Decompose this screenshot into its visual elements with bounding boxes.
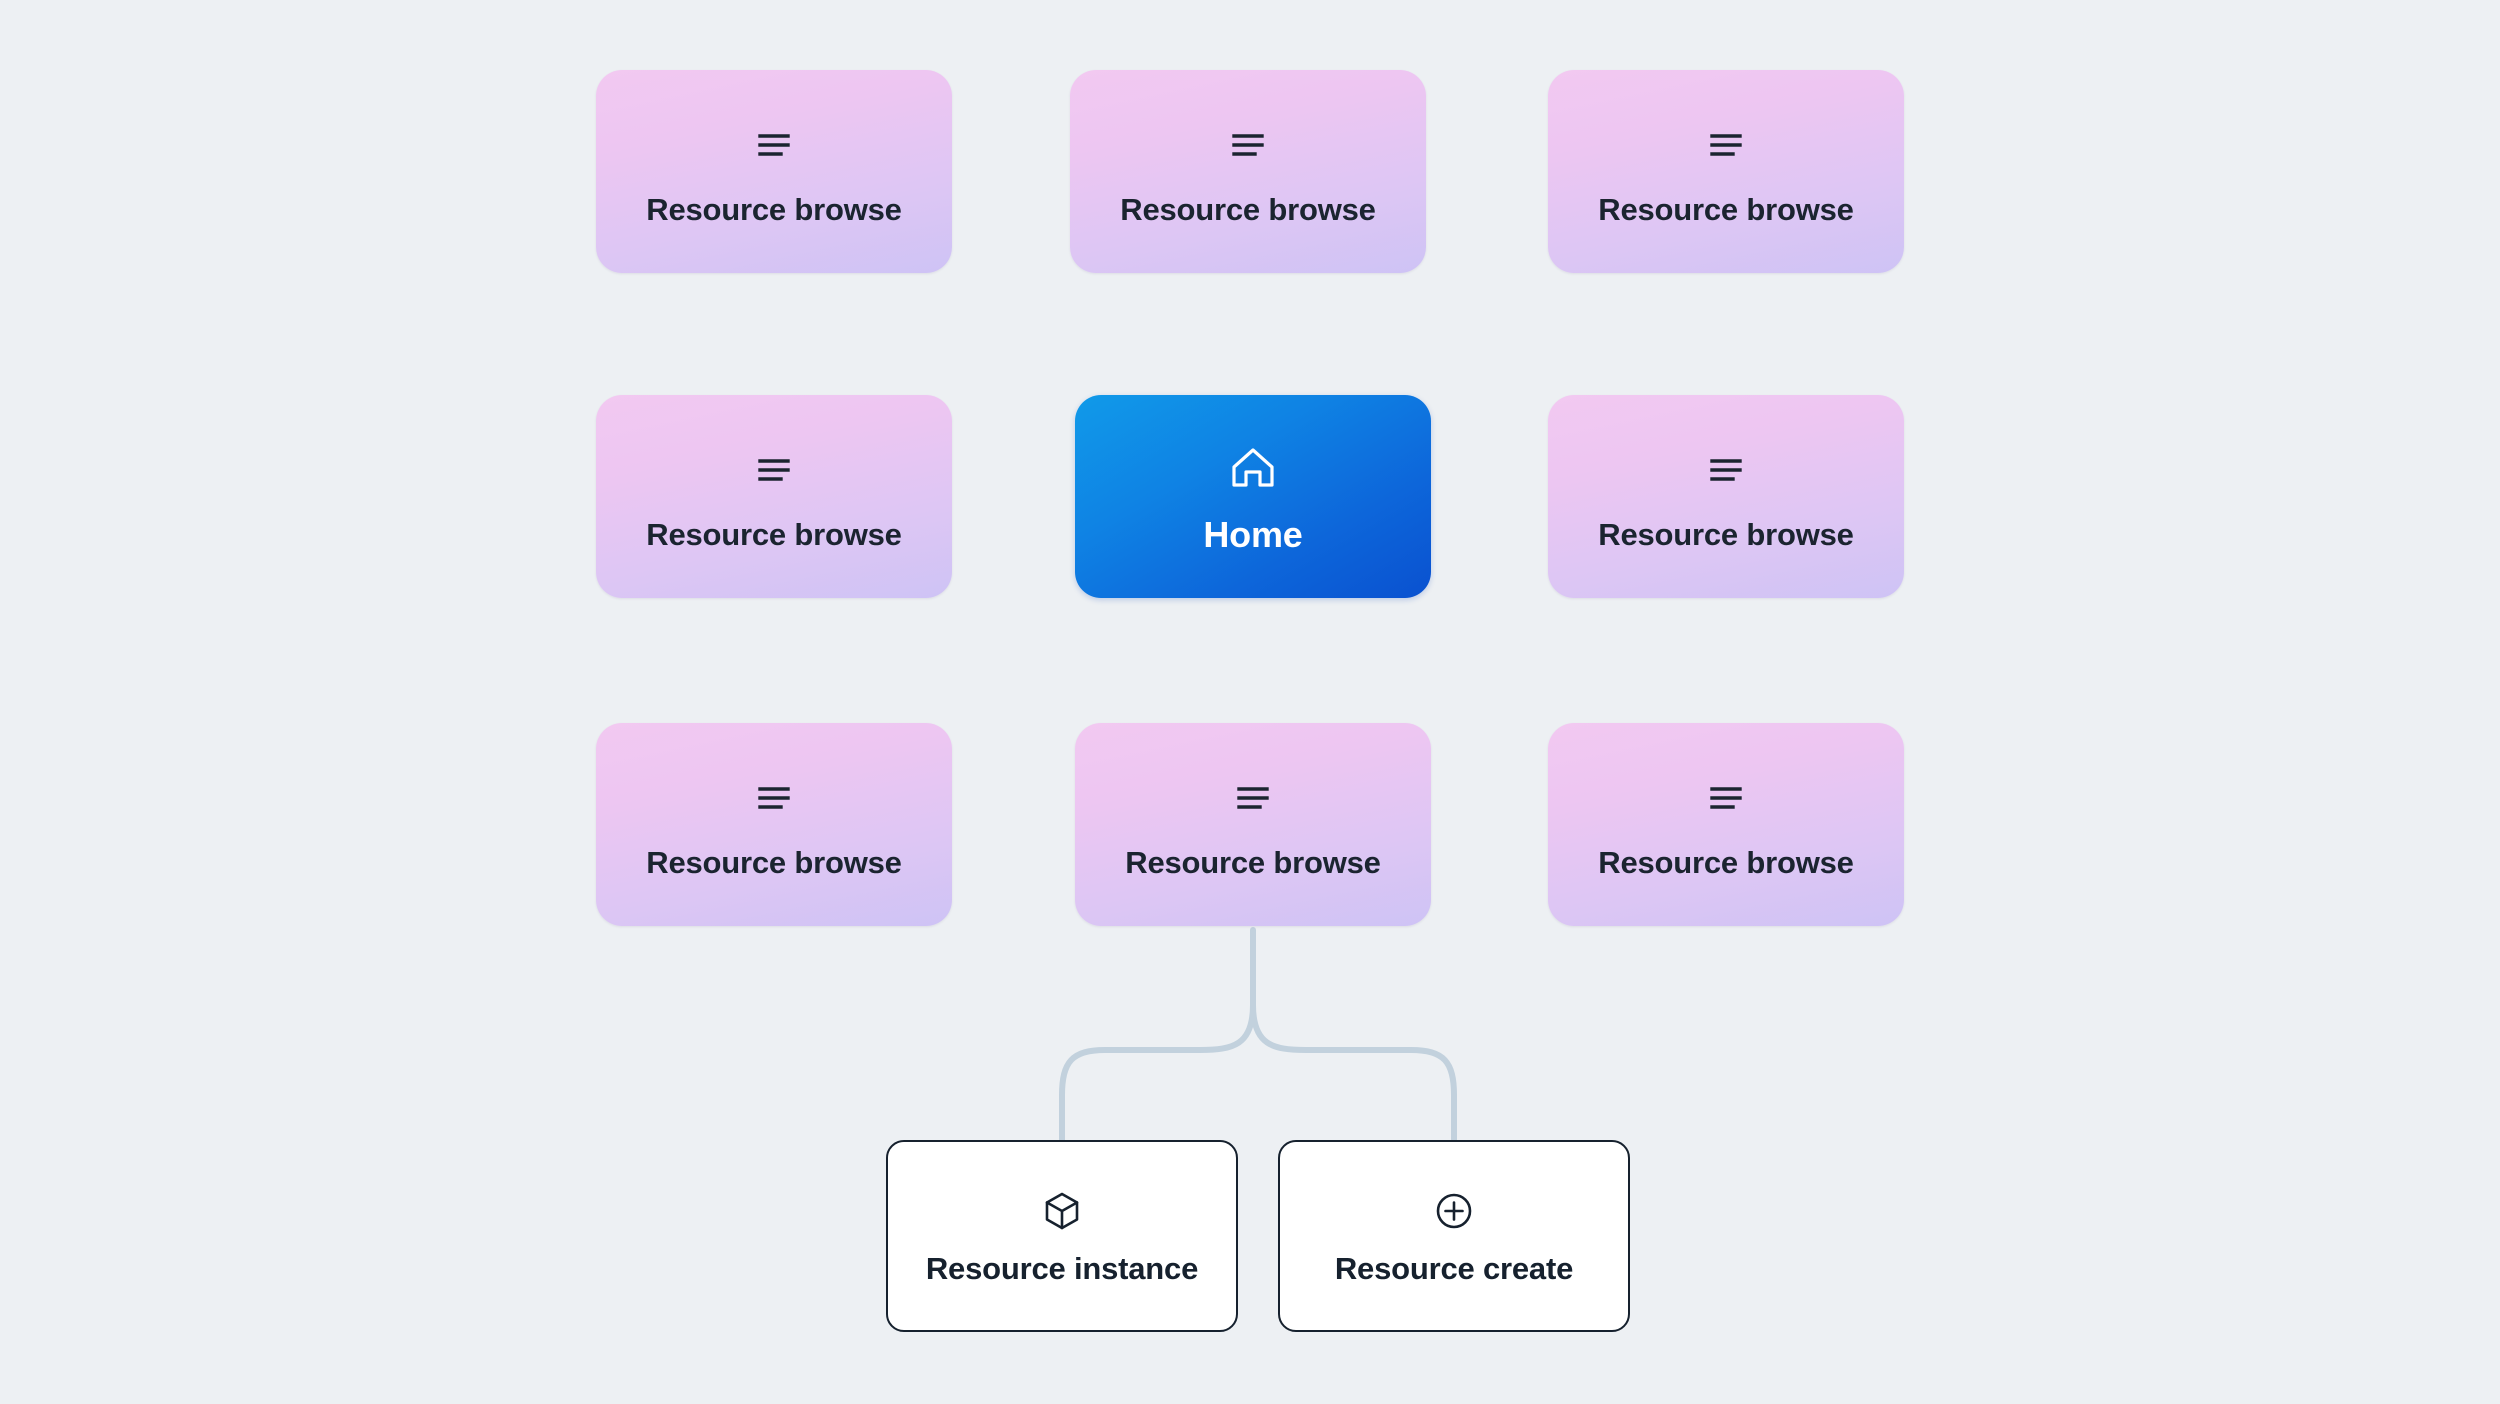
card-label: Home bbox=[1203, 513, 1303, 555]
home-card[interactable]: Home bbox=[1075, 395, 1431, 598]
resource-create-card[interactable]: Resource create bbox=[1278, 1140, 1630, 1332]
connector-branch-right bbox=[1250, 1002, 1457, 1143]
plus-circle-icon bbox=[1433, 1189, 1475, 1233]
home-icon bbox=[1227, 441, 1279, 495]
hamburger-menu-icon bbox=[1706, 771, 1746, 825]
card-label: Resource browse bbox=[646, 517, 902, 552]
card-label: Resource browse bbox=[1598, 517, 1854, 552]
hamburger-menu-icon bbox=[1706, 118, 1746, 172]
hamburger-menu-icon bbox=[754, 443, 794, 497]
cube-icon bbox=[1042, 1189, 1082, 1233]
resource-browse-card[interactable]: Resource browse bbox=[596, 723, 952, 926]
card-label: Resource browse bbox=[1598, 192, 1854, 227]
card-label: Resource browse bbox=[646, 192, 902, 227]
card-label: Resource browse bbox=[1598, 845, 1854, 880]
resource-browse-card[interactable]: Resource browse bbox=[1548, 723, 1904, 926]
hamburger-menu-icon bbox=[1228, 118, 1268, 172]
hamburger-menu-icon bbox=[754, 118, 794, 172]
card-label: Resource browse bbox=[646, 845, 902, 880]
resource-browse-card[interactable]: Resource browse bbox=[1548, 395, 1904, 598]
resource-browse-card[interactable]: Resource browse bbox=[1548, 70, 1904, 273]
hamburger-menu-icon bbox=[1706, 443, 1746, 497]
resource-browse-card[interactable]: Resource browse bbox=[596, 70, 952, 273]
resource-instance-card[interactable]: Resource instance bbox=[886, 1140, 1238, 1332]
card-label: Resource create bbox=[1334, 1250, 1574, 1286]
card-label: Resource browse bbox=[1125, 845, 1381, 880]
resource-browse-card[interactable]: Resource browse bbox=[1070, 70, 1426, 273]
hamburger-menu-icon bbox=[1233, 771, 1273, 825]
card-label: Resource instance bbox=[925, 1250, 1199, 1286]
card-label: Resource browse bbox=[1120, 192, 1376, 227]
connector-branch-left bbox=[1059, 1002, 1256, 1143]
resource-browse-card[interactable]: Resource browse bbox=[1075, 723, 1431, 926]
hamburger-menu-icon bbox=[754, 771, 794, 825]
resource-browse-card[interactable]: Resource browse bbox=[596, 395, 952, 598]
